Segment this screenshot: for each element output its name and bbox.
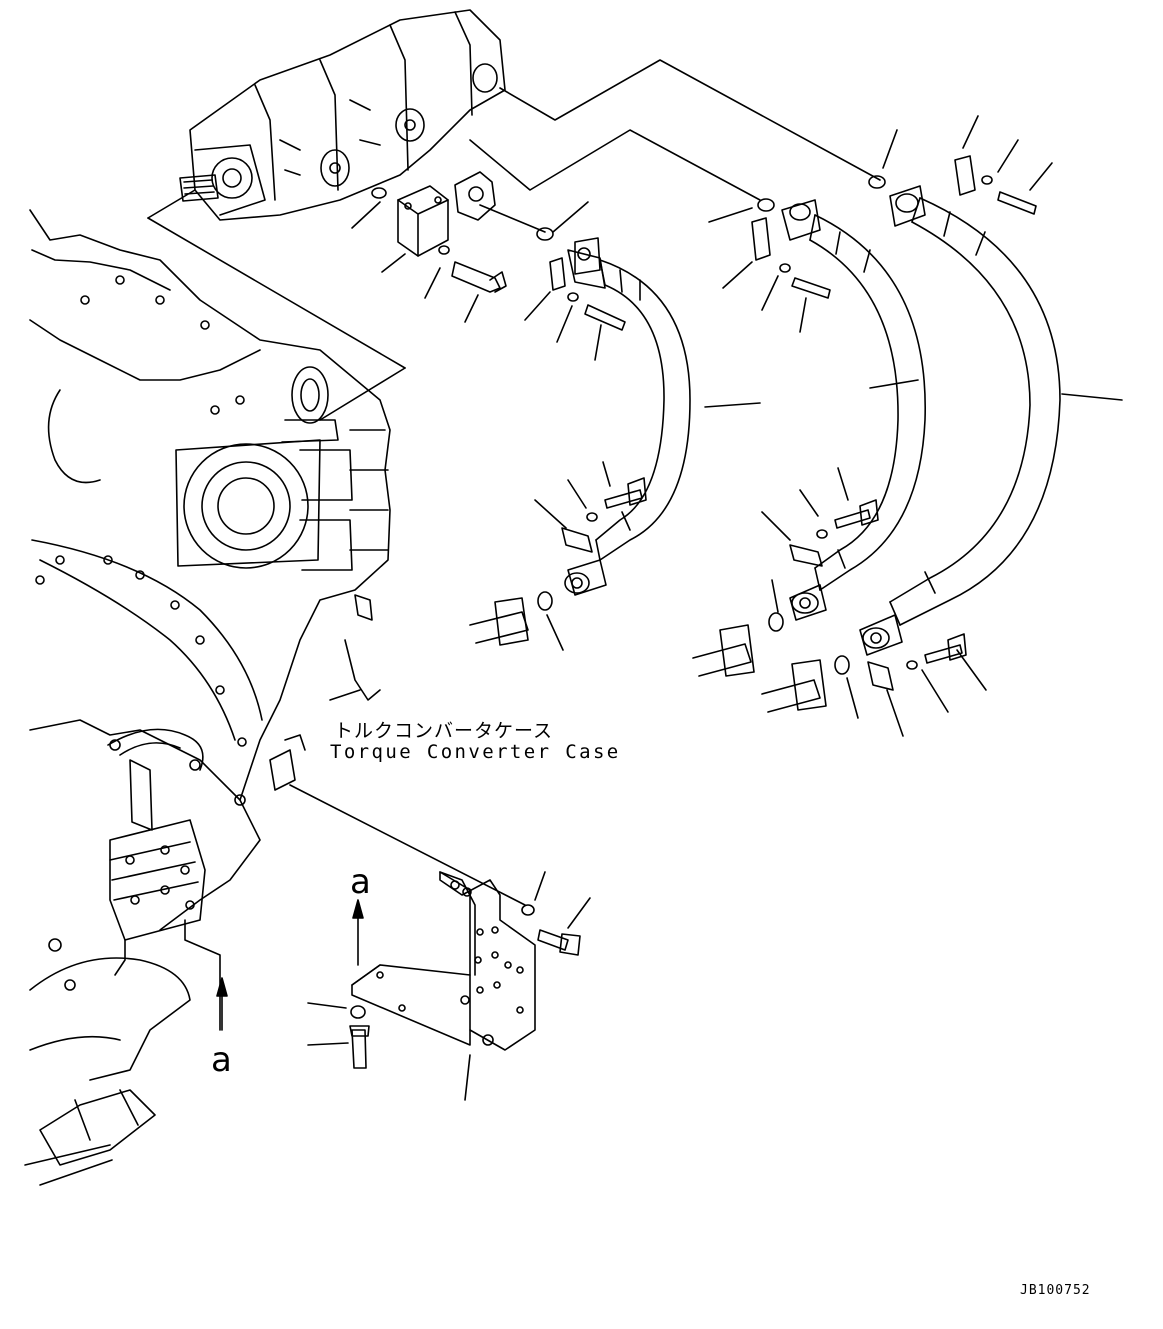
hose-1 [469,227,691,646]
reference-arrow-lower [216,977,228,1031]
mounting-bracket [349,871,581,1069]
reference-marker-lower: a [211,1040,232,1080]
case-label-english: Torque Converter Case [330,741,621,763]
torque-converter-case [29,209,391,801]
drawing-number: JB100752 [1020,1283,1091,1298]
case-label-japanese: トルクコンバータケース [334,720,554,742]
hose-2 [692,198,926,677]
reference-arrow-upper [352,899,364,966]
hose-3 [761,155,1061,713]
transmission-lower [24,719,306,1186]
adapter-block [371,171,507,293]
reference-marker-upper: a [350,862,371,902]
hydraulic-pump [179,9,506,221]
